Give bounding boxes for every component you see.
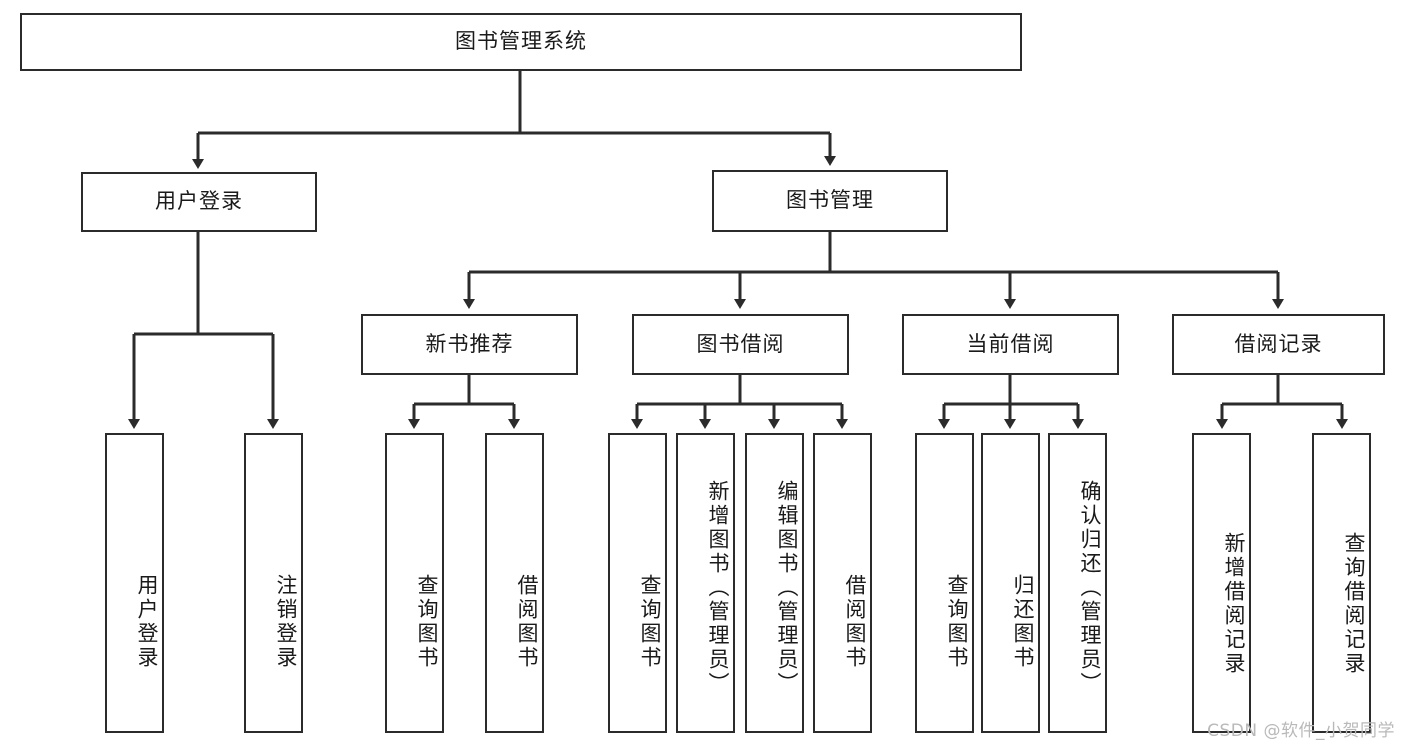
node-label: 用户登录	[155, 189, 243, 214]
node-label: 借阅图书	[843, 574, 867, 670]
node-label: 当前借阅	[966, 331, 1055, 356]
node-new-book-recommend[interactable]: 新书推荐	[361, 314, 578, 375]
leaf-query-book-2[interactable]: 查询图书	[608, 433, 667, 733]
node-label: 图书管理系统	[455, 29, 587, 54]
node-label: 借阅记录	[1234, 331, 1323, 356]
leaf-return-book[interactable]: 归还图书	[981, 433, 1040, 733]
leaf-add-borrow-record[interactable]: 新增借阅记录	[1192, 433, 1251, 733]
node-label: 归还图书	[1011, 574, 1035, 670]
node-label: 新增图书（管理员）	[706, 480, 730, 696]
node-label: 查询图书	[945, 574, 969, 670]
leaf-borrow-book-2[interactable]: 借阅图书	[813, 433, 872, 733]
node-borrow-record[interactable]: 借阅记录	[1172, 314, 1385, 375]
node-label: 编辑图书（管理员）	[775, 480, 799, 696]
node-book-management-system[interactable]: 图书管理系统	[20, 13, 1022, 71]
leaf-confirm-return-admin[interactable]: 确认归还（管理员）	[1048, 433, 1107, 733]
node-book-borrow[interactable]: 图书借阅	[632, 314, 849, 375]
leaf-query-book-1[interactable]: 查询图书	[385, 433, 444, 733]
leaf-user-login[interactable]: 用户登录	[105, 433, 164, 733]
node-label: 查询图书	[638, 574, 662, 670]
node-label: 查询借阅记录	[1342, 532, 1366, 676]
node-label: 查询图书	[415, 574, 439, 670]
node-current-borrow[interactable]: 当前借阅	[902, 314, 1119, 375]
leaf-query-book-3[interactable]: 查询图书	[915, 433, 974, 733]
leaf-query-borrow-record[interactable]: 查询借阅记录	[1312, 433, 1371, 733]
node-label: 新增借阅记录	[1222, 532, 1246, 676]
node-book-manage[interactable]: 图书管理	[712, 170, 948, 232]
node-label: 确认归还（管理员）	[1078, 480, 1102, 696]
node-label: 借阅图书	[515, 574, 539, 670]
node-user-login[interactable]: 用户登录	[81, 172, 317, 232]
node-label: 注销登录	[274, 574, 298, 670]
node-label: 图书借阅	[696, 331, 785, 356]
node-label: 用户登录	[135, 574, 159, 670]
leaf-borrow-book-1[interactable]: 借阅图书	[485, 433, 544, 733]
leaf-edit-book-admin[interactable]: 编辑图书（管理员）	[745, 433, 804, 733]
node-label: 图书管理	[786, 188, 874, 213]
leaf-add-book-admin[interactable]: 新增图书（管理员）	[676, 433, 735, 733]
leaf-logout-login[interactable]: 注销登录	[244, 433, 303, 733]
node-label: 新书推荐	[425, 331, 514, 356]
